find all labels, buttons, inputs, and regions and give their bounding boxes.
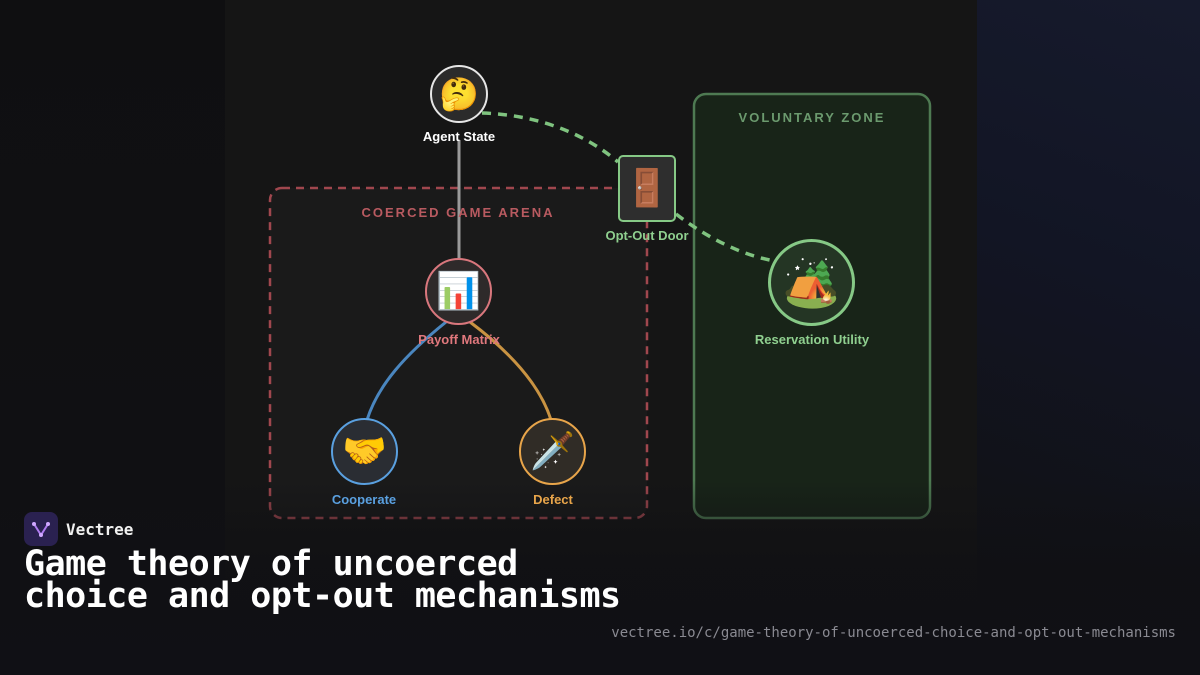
page-url[interactable]: vectree.io/c/game-theory-of-uncoerced-ch… bbox=[611, 625, 1176, 641]
thinking-face-icon: 🤔 bbox=[439, 75, 479, 113]
edge-door-to-reservation bbox=[674, 212, 776, 263]
edge-payoff-to-defect bbox=[469, 320, 553, 421]
camping-tent-icon: 🏕️ bbox=[782, 255, 841, 310]
voluntary-zone-title: VOLUNTARY ZONE bbox=[738, 110, 886, 125]
reservation-utility-node: 🏕️ bbox=[768, 239, 855, 326]
door-icon: 🚪 bbox=[624, 167, 670, 209]
edge-agent-to-door bbox=[481, 111, 620, 164]
reservation-utility-label: Reservation Utility bbox=[754, 332, 870, 347]
payoff-matrix-label: Payoff Matrix bbox=[418, 332, 500, 347]
opt-out-door-box bbox=[618, 155, 676, 222]
payoff-matrix-node: 📊 bbox=[425, 258, 492, 325]
vectree-logo-icon bbox=[24, 512, 58, 546]
background-bottom-fade bbox=[0, 480, 1200, 675]
opt-out-door-node: 🚪 bbox=[619, 156, 675, 221]
cooperate-node: 🤝 bbox=[331, 418, 398, 485]
page-title: Game theory of uncoerced choice and opt-… bbox=[24, 544, 621, 616]
cooperate-label: Cooperate bbox=[331, 492, 397, 507]
edge-payoff-to-cooperate bbox=[365, 320, 447, 421]
dagger-icon: 🗡️ bbox=[530, 430, 575, 472]
bar-chart-icon: 📊 bbox=[436, 270, 481, 312]
handshake-icon: 🤝 bbox=[342, 430, 387, 472]
agent-state-label: Agent State bbox=[422, 129, 496, 144]
brand-name: Vectree bbox=[66, 519, 134, 539]
opt-out-door-label: Opt-Out Door bbox=[605, 228, 689, 243]
brand: Vectree bbox=[24, 512, 133, 546]
defect-label: Defect bbox=[533, 492, 573, 507]
defect-node: 🗡️ bbox=[519, 418, 586, 485]
agent-state-node: 🤔 bbox=[430, 65, 488, 123]
coerced-zone-title: COERCED GAME ARENA bbox=[361, 205, 555, 220]
